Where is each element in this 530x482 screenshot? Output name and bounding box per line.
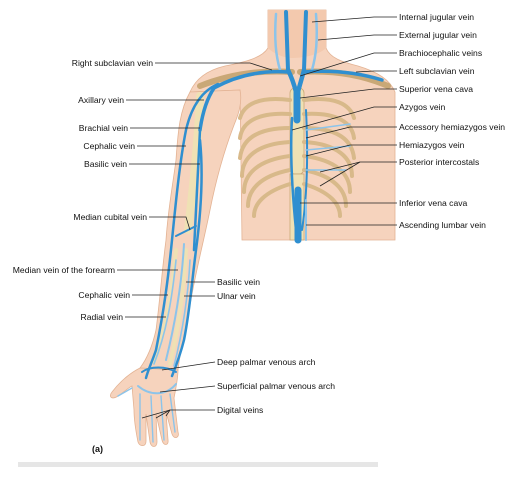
label-median-vein-of-forearm: Median vein of the forearm [13, 265, 115, 275]
label-accessory-hemiazygos-vein: Accessory hemiazygos vein [399, 122, 505, 132]
label-basilic-vein-upper: Basilic vein [84, 159, 127, 169]
labels-right-top: Internal jugular vein External jugular v… [399, 12, 505, 230]
label-radial-vein: Radial vein [80, 312, 123, 322]
label-superficial-palmar-venous-arch: Superficial palmar venous arch [217, 381, 335, 391]
labels-arm-right: Basilic vein Ulnar vein Deep palmar veno… [217, 277, 335, 415]
label-deep-palmar-venous-arch: Deep palmar venous arch [217, 357, 316, 367]
label-median-cubital-vein: Median cubital vein [73, 212, 147, 222]
label-brachiocephalic-veins: Brachiocephalic veins [399, 48, 482, 58]
body-illustration [110, 9, 396, 447]
label-digital-veins: Digital veins [217, 405, 263, 415]
ulna-bone [168, 248, 188, 366]
label-posterior-intercostals: Posterior intercostals [399, 157, 479, 167]
panel-label: (a) [92, 444, 103, 454]
label-cephalic-vein-upper: Cephalic vein [83, 141, 135, 151]
label-ulnar-vein: Ulnar vein [217, 291, 256, 301]
label-axillary-vein: Axillary vein [78, 95, 124, 105]
label-left-subclavian-vein: Left subclavian vein [399, 66, 475, 76]
label-ascending-lumbar-vein: Ascending lumbar vein [399, 220, 486, 230]
label-external-jugular-vein: External jugular vein [399, 30, 477, 40]
label-inferior-vena-cava: Inferior vena cava [399, 198, 468, 208]
label-superior-vena-cava: Superior vena cava [399, 84, 473, 94]
humerus [184, 92, 204, 234]
neck [268, 10, 326, 58]
caption-strip [18, 462, 378, 467]
label-basilic-vein-lower: Basilic vein [217, 277, 260, 287]
veins [117, 10, 384, 443]
leader-lines [117, 16, 397, 419]
label-brachial-vein: Brachial vein [79, 123, 128, 133]
labels-left: Right subclavian vein Axillary vein Brac… [13, 58, 153, 322]
label-hemiazygos-vein: Hemiazygos vein [399, 140, 465, 150]
label-internal-jugular-vein: Internal jugular vein [399, 12, 474, 22]
label-azygos-vein: Azygos vein [399, 102, 446, 112]
label-cephalic-vein-lower: Cephalic vein [78, 290, 130, 300]
label-right-subclavian-vein: Right subclavian vein [72, 58, 153, 68]
hand [110, 367, 179, 447]
radius-bone [152, 248, 178, 364]
